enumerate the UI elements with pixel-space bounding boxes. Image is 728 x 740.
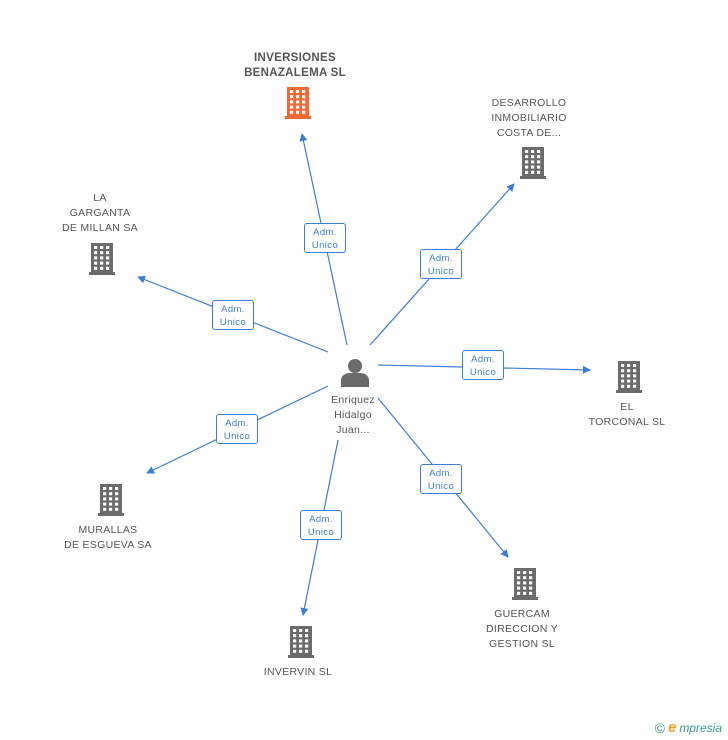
person-icon[interactable] bbox=[341, 359, 369, 387]
node-label-line: INMOBILIARIO bbox=[491, 112, 567, 124]
node-label-torconal[interactable]: EL TORCONAL SL bbox=[589, 400, 666, 430]
edge-label-line: Adm. bbox=[313, 227, 337, 238]
edge-label-line: Adm. bbox=[429, 468, 453, 479]
building-icon[interactable] bbox=[98, 484, 124, 516]
edge-label-line: Adm. bbox=[429, 253, 453, 264]
center-person-name-line: Hidalgo bbox=[334, 409, 372, 421]
edge-label-torconal[interactable]: Adm. Unico bbox=[462, 350, 504, 380]
node-label-line: LA bbox=[93, 192, 107, 204]
node-label-murallas[interactable]: MURALLAS DE ESGUEVA SA bbox=[64, 523, 152, 553]
edge-label-invervin[interactable]: Adm. Unico bbox=[300, 510, 342, 540]
copyright-icon: © bbox=[654, 719, 665, 736]
node-label-inversiones[interactable]: INVERSIONES BENAZALEMA SL bbox=[244, 51, 346, 81]
edge-label-guercam[interactable]: Adm. Unico bbox=[420, 464, 462, 494]
edge-label-line: Adm. bbox=[471, 354, 495, 365]
node-label-desarrollo[interactable]: DESARROLLO INMOBILIARIO COSTA DE... bbox=[491, 96, 566, 141]
edge-label-line: Unico bbox=[223, 431, 251, 442]
node-label-line: DESARROLLO bbox=[491, 97, 567, 109]
node-label-line: DE MILLAN SA bbox=[62, 222, 138, 234]
edge-label-line: Adm. bbox=[221, 304, 245, 315]
building-icon[interactable] bbox=[89, 243, 115, 275]
brand-logo-text: mpresia bbox=[679, 720, 722, 735]
edge-label-line: Unico bbox=[427, 481, 455, 492]
edge-label-line: Unico bbox=[469, 367, 497, 378]
edge-label-line: Unico bbox=[307, 527, 335, 538]
edge-label-line: Adm. bbox=[225, 418, 249, 429]
node-label-line: COSTA DE... bbox=[496, 127, 562, 139]
building-icon[interactable] bbox=[616, 361, 642, 393]
building-icon[interactable] bbox=[285, 87, 311, 119]
node-label-line: GESTION SL bbox=[488, 638, 556, 650]
node-label-guercam[interactable]: GUERCAM DIRECCION Y GESTION SL bbox=[486, 607, 558, 652]
node-label-line: TORCONAL SL bbox=[588, 416, 666, 428]
edge-label-line: Unico bbox=[427, 266, 455, 277]
node-label-line: BENAZALEMA SL bbox=[244, 67, 346, 79]
node-label-line: INVERVIN SL bbox=[263, 666, 333, 678]
edge-label-desarrollo[interactable]: Adm. Unico bbox=[420, 249, 462, 279]
edge-label-line: Unico bbox=[311, 240, 339, 251]
node-label-invervin[interactable]: INVERVIN SL bbox=[264, 665, 332, 680]
brand-logo-initial: e bbox=[667, 719, 677, 736]
edge-label-line: Adm. bbox=[309, 514, 333, 525]
building-icon[interactable] bbox=[520, 147, 546, 179]
edge-label-inversiones[interactable]: Adm. Unico bbox=[304, 223, 346, 253]
node-label-line: GUERCAM bbox=[494, 608, 550, 620]
node-label-line: DIRECCION Y bbox=[486, 623, 558, 635]
node-label-line: INVERSIONES bbox=[254, 52, 336, 64]
node-label-line: GARGANTA bbox=[69, 207, 131, 219]
node-label-line: MURALLAS bbox=[78, 524, 138, 536]
node-label-garganta[interactable]: LA GARGANTA DE MILLAN SA bbox=[62, 191, 138, 236]
edge-label-murallas[interactable]: Adm. Unico bbox=[216, 414, 258, 444]
building-icon[interactable] bbox=[288, 626, 314, 658]
center-person-name-line: Enriquez bbox=[331, 394, 375, 406]
node-label-line: EL bbox=[620, 401, 634, 413]
building-icon[interactable] bbox=[512, 568, 538, 600]
center-person-name-line: Juan... bbox=[336, 424, 370, 436]
edge-label-garganta[interactable]: Adm. Unico bbox=[212, 300, 254, 330]
node-label-line: DE ESGUEVA SA bbox=[64, 539, 152, 551]
edge-label-line: Unico bbox=[219, 317, 247, 328]
